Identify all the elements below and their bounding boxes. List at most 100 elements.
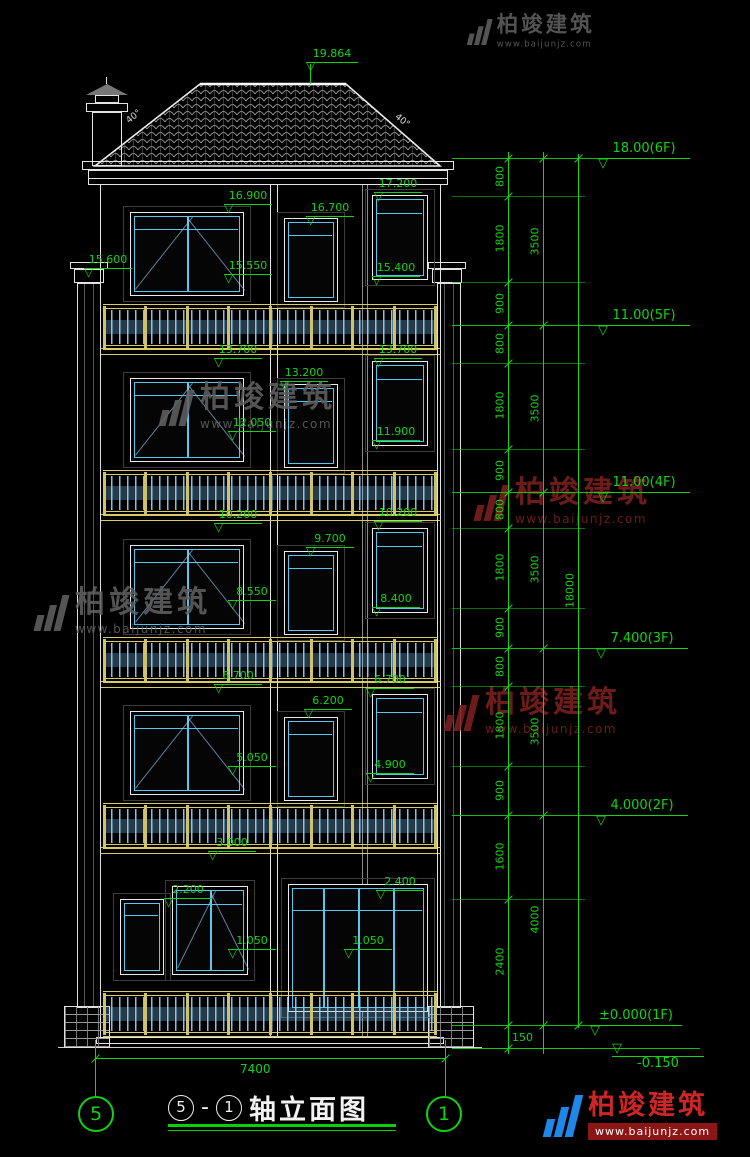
- newel-post: [144, 306, 147, 348]
- window-surround: [113, 893, 171, 981]
- newel-post: [269, 306, 272, 348]
- newel-post: [269, 805, 272, 847]
- newel-post: [103, 639, 106, 681]
- watermark-brand: 柏竣建筑: [75, 585, 211, 620]
- dimension-line: [452, 815, 648, 816]
- newel-post: [393, 639, 396, 681]
- window-surround: [365, 189, 435, 286]
- elevation-mark: 2.400▽: [376, 875, 424, 900]
- dimension-line: [452, 363, 585, 364]
- newel-post: [434, 639, 437, 681]
- elevation-mark: 6.700▽: [214, 669, 262, 694]
- window: [172, 886, 249, 975]
- chimney-top: [95, 95, 119, 103]
- dimension-line: [452, 492, 648, 493]
- elevation-mark: 6.700▽: [366, 673, 414, 698]
- dimension-label: 1800: [493, 391, 507, 420]
- bay-divider: [367, 185, 368, 1037]
- window-transom: [377, 546, 422, 547]
- window: [130, 545, 245, 629]
- window-transom: [135, 229, 238, 230]
- elevation-mark: 5.050▽: [228, 751, 276, 776]
- dimension-line: [452, 1048, 700, 1049]
- newel-post: [103, 306, 106, 348]
- dimension-label: 2400: [493, 947, 507, 976]
- dimension-label: 800: [493, 656, 507, 677]
- newel-post: [269, 639, 272, 681]
- window-mullion: [210, 891, 212, 970]
- elevation-mark: 15.550▽: [224, 259, 272, 284]
- dimension-line: [452, 1025, 648, 1026]
- floor-slab-line: [100, 847, 441, 854]
- elevation-mark: 8.550▽: [228, 585, 276, 610]
- elevation-mark: 13.700▽: [374, 343, 422, 368]
- newel-post: [186, 993, 189, 1035]
- watermark-brand: 柏竣建筑: [496, 11, 595, 38]
- window-transom: [135, 728, 238, 729]
- watermark: 柏竣建筑 www.baijunjz.com: [33, 585, 211, 637]
- logo-brand: 柏竣建筑: [588, 1090, 708, 1121]
- dimension-line: [452, 449, 585, 450]
- floor-level-label: 18.00(6F)▽: [598, 141, 690, 170]
- window: [130, 711, 245, 795]
- floor-slab-line: [100, 348, 441, 355]
- window: [372, 361, 428, 446]
- dimension-line: [95, 1040, 96, 1096]
- newel-post: [434, 805, 437, 847]
- dimension-line: [543, 152, 544, 1054]
- dimension-label: 1800: [493, 553, 507, 582]
- elevation-mark: 13.700▽: [214, 343, 262, 368]
- dimension-label: 3500: [528, 394, 542, 422]
- window-mullion: [358, 889, 360, 1007]
- newel-post: [227, 306, 230, 348]
- newel-post: [393, 472, 396, 514]
- newel-post: [144, 472, 147, 514]
- watermark: 柏竣建筑 www.baijunjz.com: [158, 383, 336, 432]
- dimension-line: [578, 154, 579, 1028]
- newel-post: [103, 805, 106, 847]
- window-transom: [177, 904, 242, 905]
- watermark: 柏竣建筑 www.baijunjz.com: [466, 11, 595, 49]
- elevation-mark: 6.200▽: [304, 694, 352, 719]
- newel-post: [186, 639, 189, 681]
- watermark-url: www.baijunjz.com: [496, 38, 592, 49]
- dimension-label: 4000: [528, 905, 542, 934]
- newel-post: [186, 306, 189, 348]
- eave-frieze-mid: [89, 178, 447, 179]
- elevation-mark: 13.200▽: [280, 366, 328, 391]
- window: [284, 218, 338, 302]
- window-surround: [123, 705, 251, 801]
- dimension-line: [508, 152, 509, 1054]
- window: [120, 899, 164, 975]
- balustrade: [103, 470, 437, 516]
- elevation-mark: 8.400▽: [372, 592, 420, 617]
- dimension-label: 900: [493, 617, 507, 638]
- newel-post: [310, 639, 313, 681]
- watermark: 柏竣建筑 www.baijunjz.com: [443, 688, 621, 737]
- eave-frieze: [88, 170, 448, 185]
- dimension-label: 800: [493, 166, 507, 187]
- elevation-mark: 3.000▽: [208, 836, 256, 861]
- window-transom: [377, 712, 422, 713]
- dimension-label: 900: [493, 779, 507, 801]
- window-transom: [293, 910, 422, 911]
- window-transom: [135, 562, 238, 563]
- window: [372, 528, 428, 613]
- balustrade: [103, 803, 437, 849]
- dimension-line: [452, 282, 585, 283]
- window-transom: [125, 915, 158, 916]
- roof: [92, 82, 443, 167]
- window-mullion: [187, 217, 189, 291]
- brand-icon: [542, 1095, 584, 1137]
- newel-post: [310, 306, 313, 348]
- pilaster: [77, 283, 101, 1008]
- eave-fascia: [82, 161, 454, 170]
- pilaster-cap: [428, 262, 466, 269]
- window-transom: [377, 213, 422, 214]
- newel-post: [351, 306, 354, 348]
- title-underline: [168, 1124, 396, 1127]
- pilaster-cap: [432, 269, 462, 283]
